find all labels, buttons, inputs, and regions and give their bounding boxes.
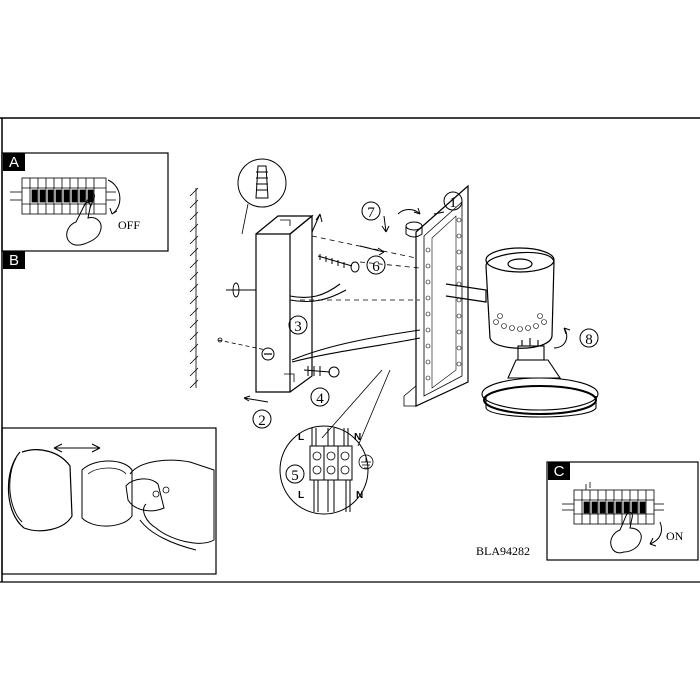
step-6-label: 6 bbox=[372, 259, 380, 275]
mains-wires bbox=[289, 283, 421, 363]
screw-6 bbox=[317, 254, 360, 273]
terminal-detail: L N L N bbox=[279, 369, 391, 515]
step-1-circle bbox=[443, 191, 463, 211]
arrow-icon bbox=[359, 245, 385, 256]
terminal-label-bottom-l: L bbox=[298, 490, 304, 501]
hand-icon bbox=[129, 459, 215, 544]
rotate-arrow-icon bbox=[107, 179, 121, 215]
step-7-circle bbox=[361, 201, 381, 221]
terminal-label-top-l: L bbox=[298, 432, 304, 443]
wall-plate bbox=[403, 184, 469, 407]
arrow-icon bbox=[381, 215, 390, 233]
alignment-guides bbox=[300, 235, 421, 301]
step-4-label: 4 bbox=[316, 391, 324, 407]
breaker-panel bbox=[10, 177, 116, 215]
section-a-label: A bbox=[9, 154, 19, 171]
gu10-bulb bbox=[481, 338, 599, 418]
step-3-circle bbox=[288, 315, 308, 335]
section-c-label-box bbox=[548, 462, 570, 480]
fixing-knob bbox=[397, 207, 445, 238]
step-2-label: 2 bbox=[258, 413, 266, 429]
spotlight-head bbox=[445, 247, 555, 349]
panel-c: C bbox=[546, 461, 699, 561]
terminal-label-bottom-n: N bbox=[356, 490, 363, 501]
on-label: ON bbox=[666, 529, 684, 543]
rotate-arrow-icon bbox=[553, 327, 571, 349]
wall-hatching bbox=[189, 187, 199, 389]
off-label: OFF bbox=[118, 218, 140, 232]
mounting-bracket bbox=[255, 214, 314, 393]
breaker-panel bbox=[562, 482, 664, 525]
step-6-circle bbox=[366, 255, 386, 275]
hand-icon bbox=[66, 201, 102, 246]
double-arrow-icon bbox=[53, 443, 101, 453]
terminal-label-top-n: N bbox=[354, 432, 361, 443]
rotate-arrow-icon bbox=[649, 521, 663, 547]
step-3-label: 3 bbox=[294, 319, 302, 335]
step-8-label: 8 bbox=[585, 332, 593, 348]
section-b-label: B bbox=[9, 252, 19, 269]
step-5-circle bbox=[285, 464, 305, 484]
step-5-label: 5 bbox=[291, 468, 299, 484]
hand-icon bbox=[610, 511, 642, 554]
model-code: BLA94282 bbox=[476, 544, 530, 558]
step-1-label: 1 bbox=[449, 195, 457, 211]
bulb-cover-detail bbox=[1, 427, 217, 575]
earth-icon bbox=[358, 454, 374, 470]
panel-a: A bbox=[1, 152, 169, 252]
wall-plug-detail bbox=[237, 158, 287, 235]
step-8-circle bbox=[579, 328, 599, 348]
step-7-label: 7 bbox=[367, 205, 375, 221]
section-c-label: C bbox=[554, 463, 565, 480]
step-4-circle bbox=[310, 387, 330, 407]
arrow-icon bbox=[311, 213, 323, 233]
step-callouts: 1 2 3 4 5 6 7 8 bbox=[252, 191, 599, 484]
panel-b: B bbox=[3, 158, 599, 515]
step-2-circle bbox=[252, 409, 272, 429]
screw-4 bbox=[303, 366, 340, 378]
arrow-icon bbox=[243, 395, 269, 403]
section-b-label-box bbox=[3, 251, 25, 269]
section-a-label-box bbox=[3, 153, 25, 171]
